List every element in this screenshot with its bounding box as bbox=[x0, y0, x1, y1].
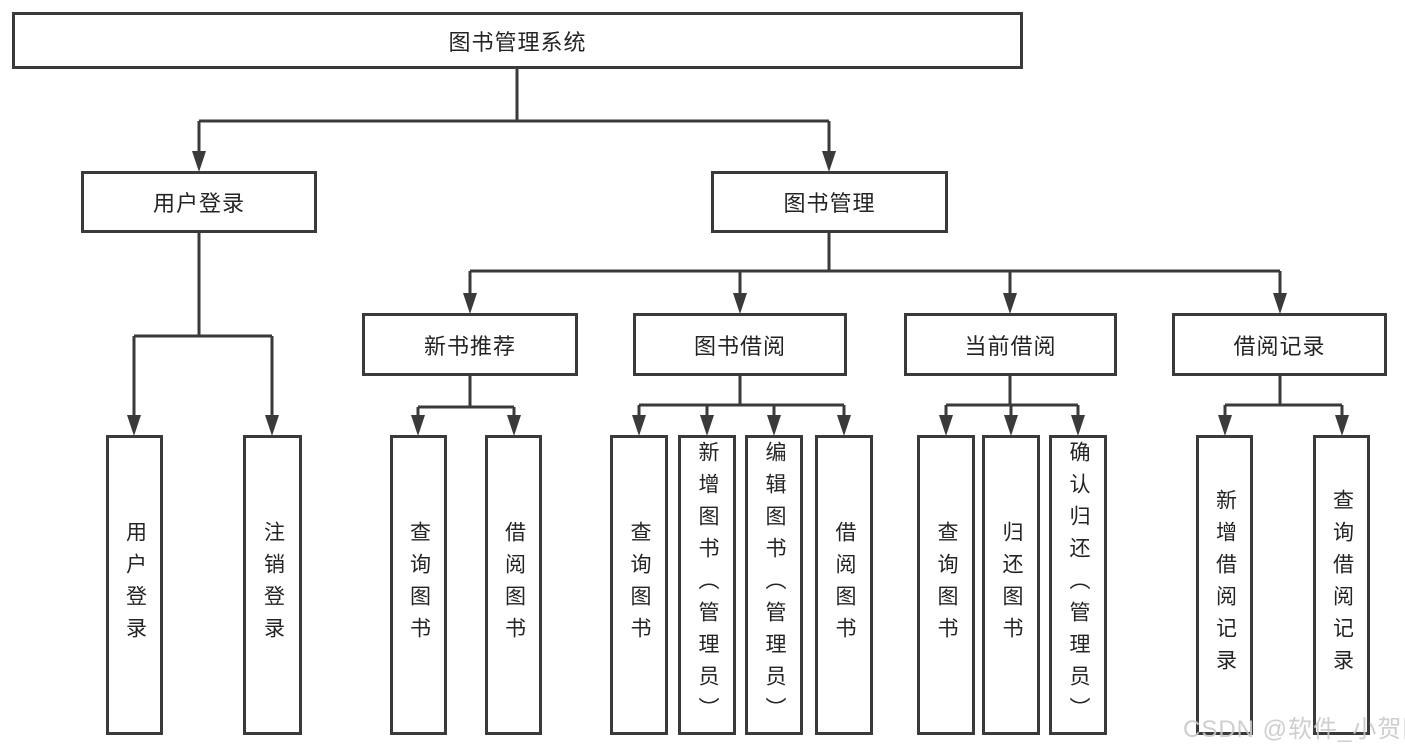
node-book-borrow: 图书借阅 bbox=[633, 313, 847, 376]
arrowhead-down-icon bbox=[837, 415, 851, 436]
arrowhead-down-icon bbox=[1273, 293, 1287, 314]
node-label: 注销登录 bbox=[261, 521, 285, 649]
node-leaf-query-books-2: 查询图书 bbox=[610, 435, 668, 735]
arrowhead-down-icon bbox=[939, 415, 953, 436]
arrowhead-down-icon bbox=[822, 151, 836, 172]
arrowhead-down-icon bbox=[507, 415, 521, 436]
arrowhead-down-icon bbox=[700, 415, 714, 436]
node-leaf-borrow-books-1: 借阅图书 bbox=[485, 435, 542, 735]
node-label: 借阅记录 bbox=[1233, 333, 1326, 359]
node-label: 新书推荐 bbox=[423, 333, 516, 359]
watermark-text: CSDN @软件_小贺同学 bbox=[1183, 716, 1405, 743]
node-label: 查询图书 bbox=[628, 521, 652, 649]
node-leaf-user-login: 用户登录 bbox=[106, 435, 163, 735]
node-leaf-edit-book-admin: 编辑图书（管理员） bbox=[745, 435, 803, 735]
node-book-management: 图书管理 bbox=[711, 171, 948, 233]
node-label: 借阅图书 bbox=[833, 521, 857, 649]
node-leaf-add-book-admin: 新增图书（管理员） bbox=[678, 435, 736, 735]
node-leaf-logout: 注销登录 bbox=[243, 435, 302, 735]
arrowhead-down-icon bbox=[1218, 415, 1232, 436]
node-current-borrow: 当前借阅 bbox=[904, 313, 1117, 376]
node-leaf-add-borrow-record: 新增借阅记录 bbox=[1196, 435, 1253, 735]
arrowhead-down-icon bbox=[733, 293, 747, 314]
node-leaf-borrow-books-2: 借阅图书 bbox=[815, 435, 873, 735]
arrowhead-down-icon bbox=[265, 415, 279, 436]
node-label: 借阅图书 bbox=[502, 521, 526, 649]
node-leaf-confirm-return-admin: 确认归还（管理员） bbox=[1049, 435, 1107, 735]
arrowhead-down-icon bbox=[1071, 415, 1085, 436]
node-label: 查询图书 bbox=[935, 521, 959, 649]
node-leaf-query-books-3: 查询图书 bbox=[917, 435, 975, 735]
node-label: 图书管理系统 bbox=[448, 29, 587, 55]
arrowhead-down-icon bbox=[1003, 293, 1017, 314]
arrowhead-down-icon bbox=[411, 415, 425, 436]
node-label: 编辑图书（管理员） bbox=[763, 441, 787, 729]
node-leaf-query-books-1: 查询图书 bbox=[390, 435, 447, 735]
node-borrow-record: 借阅记录 bbox=[1172, 313, 1387, 376]
arrowhead-down-icon bbox=[463, 293, 477, 314]
node-label: 用户登录 bbox=[152, 191, 245, 216]
node-label: 新增借阅记录 bbox=[1213, 489, 1237, 681]
arrowhead-down-icon bbox=[767, 415, 781, 436]
node-label: 图书借阅 bbox=[693, 333, 786, 359]
node-label: 归还图书 bbox=[1000, 521, 1024, 649]
node-label: 新增图书（管理员） bbox=[696, 441, 720, 729]
node-library-system: 图书管理系统 bbox=[12, 12, 1023, 69]
node-label: 查询图书 bbox=[407, 521, 431, 649]
arrowhead-down-icon bbox=[192, 151, 206, 172]
node-leaf-return-book: 归还图书 bbox=[982, 435, 1040, 735]
node-leaf-query-borrow-record: 查询借阅记录 bbox=[1313, 435, 1370, 735]
node-new-book-recommend: 新书推荐 bbox=[362, 313, 578, 376]
arrowhead-down-icon bbox=[632, 415, 646, 436]
node-label: 图书管理 bbox=[783, 191, 876, 216]
arrowhead-down-icon bbox=[1335, 415, 1349, 436]
node-label: 用户登录 bbox=[123, 521, 147, 649]
node-label: 查询借阅记录 bbox=[1330, 489, 1354, 681]
arrowhead-down-icon bbox=[127, 415, 141, 436]
node-user-login: 用户登录 bbox=[81, 171, 317, 233]
arrowhead-down-icon bbox=[1004, 415, 1018, 436]
node-label: 确认归还（管理员） bbox=[1067, 441, 1091, 729]
node-label: 当前借阅 bbox=[964, 333, 1057, 359]
